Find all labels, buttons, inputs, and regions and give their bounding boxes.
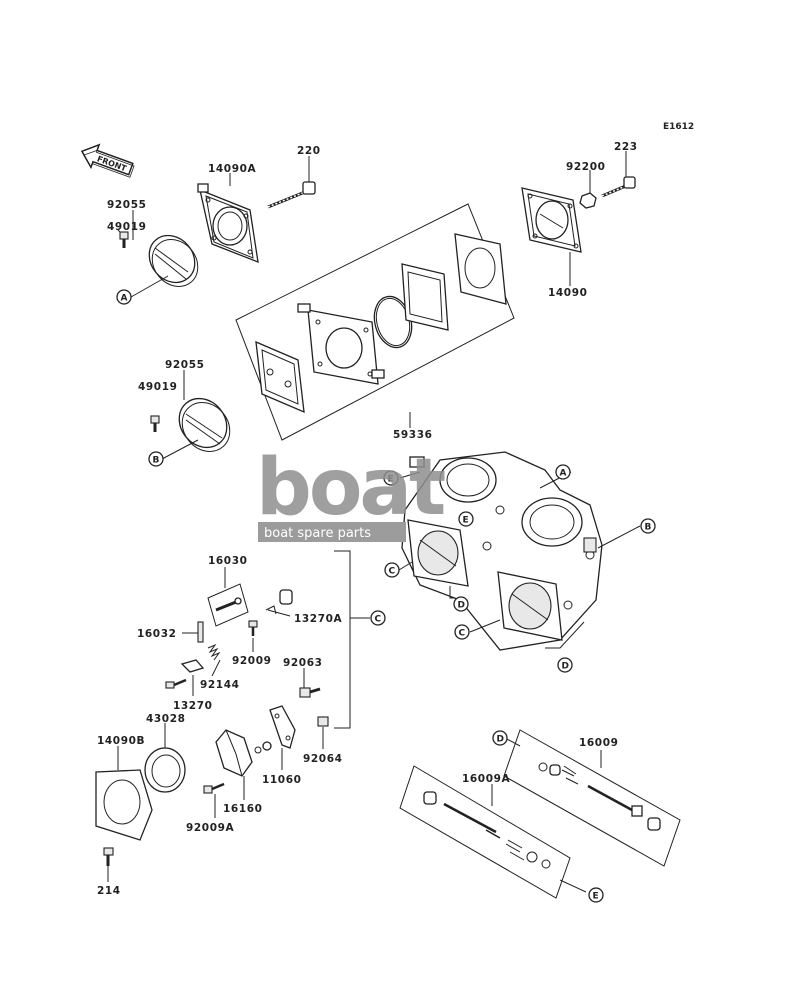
label-92055-lower: 92055 <box>165 359 205 371</box>
label-49019-lower: 49019 <box>138 381 178 393</box>
screw-92064 <box>317 716 329 727</box>
repair-kit-box-59336 <box>235 203 515 441</box>
svg-text:C: C <box>375 615 382 625</box>
washers <box>254 741 272 754</box>
label-220: 220 <box>297 145 321 157</box>
spring-92144 <box>207 643 221 661</box>
screw-92009a <box>203 782 225 794</box>
label-43028: 43028 <box>146 713 186 725</box>
label-92064: 92064 <box>303 753 343 765</box>
label-92063: 92063 <box>283 657 323 669</box>
label-13270a: 13270A <box>294 613 343 625</box>
callout-a-upper: A <box>116 289 132 305</box>
gasket-92055-lower <box>178 397 231 452</box>
kit-box-16009 <box>503 729 681 867</box>
lever-13270 <box>180 659 205 673</box>
svg-text:D: D <box>458 601 465 611</box>
screw-lever <box>165 678 187 689</box>
label-14090: 14090 <box>548 287 588 299</box>
kit-body-plate <box>297 303 385 385</box>
callout-a-body: A <box>555 464 571 480</box>
callout-b-body: B <box>640 518 656 534</box>
gasket-92055-upper <box>148 234 199 287</box>
label-92055-upper: 92055 <box>107 199 147 211</box>
label-11060: 11060 <box>262 774 302 786</box>
label-92009a: 92009A <box>186 822 235 834</box>
svg-text:D: D <box>562 662 569 672</box>
callouts: A B E E A B C D C D C D E <box>116 289 656 903</box>
label-16030: 16030 <box>208 555 248 567</box>
svg-text:B: B <box>645 523 652 533</box>
svg-text:D: D <box>497 735 504 745</box>
screw-92009 <box>248 620 258 636</box>
svg-text:A: A <box>560 469 567 479</box>
housing-16160 <box>215 729 253 777</box>
watermark-brand: boat <box>256 443 445 533</box>
screw-223 <box>601 176 636 198</box>
cap-13270a <box>265 589 293 615</box>
throttle-body-assembly <box>401 451 603 651</box>
cover-14090b <box>95 769 153 841</box>
label-16009: 16009 <box>579 737 619 749</box>
washer-92200 <box>579 192 597 209</box>
kit-diaphragm <box>401 263 449 331</box>
watermark-tagline: boat spare parts <box>264 526 371 541</box>
kit-box-16009a <box>399 765 571 899</box>
label-14090b: 14090B <box>97 735 145 747</box>
label-16032: 16032 <box>137 628 177 640</box>
svg-text:E: E <box>593 892 599 902</box>
kit-gasket-left <box>255 340 305 414</box>
screw-49019-upper <box>119 231 129 248</box>
callout-e-kit: E <box>588 887 604 903</box>
label-59336: 59336 <box>393 429 433 441</box>
svg-text:C: C <box>459 629 466 639</box>
diagram-code: E1612 <box>663 122 694 132</box>
label-92144: 92144 <box>200 679 240 691</box>
leader-lines <box>107 151 641 893</box>
svg-text:B: B <box>153 456 160 466</box>
callout-d-body-1: D <box>453 596 469 612</box>
callout-d-body-2: D <box>557 657 573 673</box>
callout-b-upper: B <box>148 451 164 467</box>
label-14090a: 14090A <box>208 163 257 175</box>
svg-text:A: A <box>121 294 128 304</box>
callout-d-kit: D <box>492 730 508 746</box>
cover-plate-14090a <box>197 183 259 264</box>
callout-c-body-1: C <box>384 562 400 578</box>
label-214: 214 <box>97 885 121 897</box>
screw-92063 <box>299 687 321 698</box>
screw-214 <box>103 847 114 866</box>
label-49019-upper: 49019 <box>107 221 147 233</box>
screw-220 <box>267 181 316 209</box>
svg-text:E: E <box>388 475 394 485</box>
callout-e-body-2: E <box>458 511 474 527</box>
svg-text:C: C <box>389 567 396 577</box>
label-16160: 16160 <box>223 803 263 815</box>
callout-e-body-1: E <box>383 470 399 486</box>
callout-c-body-2: C <box>454 624 470 640</box>
svg-text:E: E <box>463 516 469 526</box>
watermark-logo: boat boat spare parts <box>256 443 448 542</box>
diaphragm-43028 <box>144 747 186 793</box>
label-223: 223 <box>614 141 638 153</box>
label-16009a: 16009A <box>462 773 511 785</box>
label-92200: 92200 <box>566 161 606 173</box>
plate-11060 <box>269 705 296 749</box>
label-92009: 92009 <box>232 655 272 667</box>
kit-gasket-right <box>454 233 507 305</box>
front-arrow-icon: FRONT <box>80 143 135 178</box>
kit-16030 <box>207 583 249 627</box>
part-labels: 14090A 220 92055 49019 92200 223 14090 5… <box>97 141 638 897</box>
label-13270: 13270 <box>173 700 213 712</box>
callout-c-parts: C <box>370 610 386 626</box>
screw-49019-lower <box>150 415 160 432</box>
cover-plate-14090 <box>521 187 582 253</box>
pin-16032 <box>197 621 204 643</box>
